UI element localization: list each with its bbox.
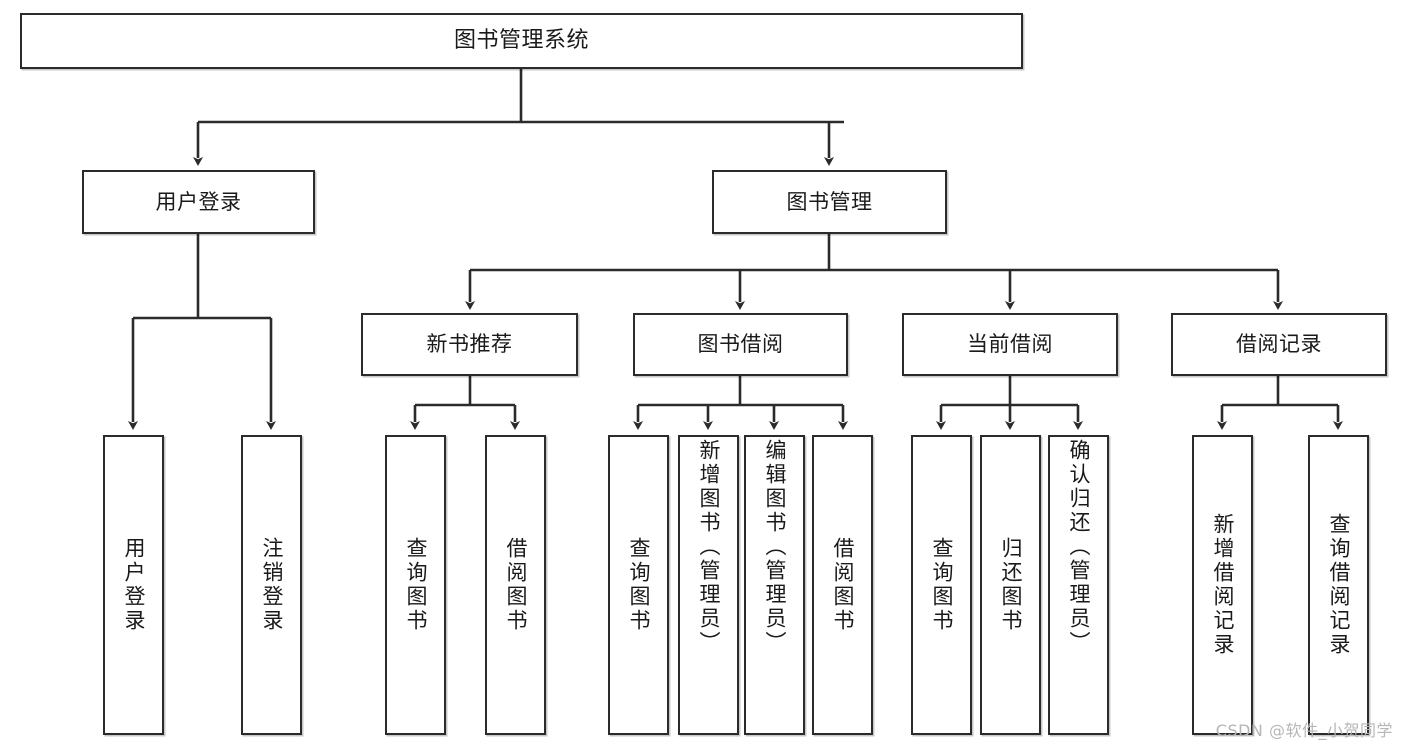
node-label: 当前借阅 <box>967 332 1053 357</box>
node-new-book-recommendation[interactable]: 新书推荐 <box>361 313 578 376</box>
node-leaf-borrow-book-recommend[interactable]: 借阅图书 <box>485 435 546 735</box>
node-leaf-query-book-borrow[interactable]: 查询图书 <box>608 435 669 735</box>
node-leaf-query-book-current[interactable]: 查询图书 <box>911 435 972 735</box>
node-user-login[interactable]: 用户登录 <box>82 170 315 234</box>
node-book-borrowing[interactable]: 图书借阅 <box>633 313 848 376</box>
node-label: 查询图书 <box>404 537 428 633</box>
node-label: 图书借阅 <box>697 332 784 357</box>
node-label: 新书推荐 <box>426 332 513 357</box>
node-label: 图书管理系统 <box>453 28 589 54</box>
node-leaf-confirm-return-admin[interactable]: 确认归还（管理员） <box>1048 435 1109 735</box>
node-book-management[interactable]: 图书管理 <box>712 170 947 234</box>
node-leaf-add-borrow-record[interactable]: 新增借阅记录 <box>1192 435 1253 735</box>
node-leaf-query-book-recommend[interactable]: 查询图书 <box>385 435 446 735</box>
node-leaf-borrow-book[interactable]: 借阅图书 <box>812 435 873 735</box>
node-label: 查询借阅记录 <box>1327 513 1351 657</box>
node-label: 注销登录 <box>260 537 284 633</box>
node-label: 归还图书 <box>999 537 1023 633</box>
node-label: 用户登录 <box>155 189 242 214</box>
node-label: 确认归还（管理员） <box>1067 439 1091 655</box>
node-label: 借阅记录 <box>1236 332 1322 357</box>
node-leaf-query-borrow-record[interactable]: 查询借阅记录 <box>1308 435 1369 735</box>
node-leaf-logout[interactable]: 注销登录 <box>241 435 302 735</box>
node-label: 借阅图书 <box>504 537 528 633</box>
node-label: 新增借阅记录 <box>1211 513 1235 657</box>
node-label: 借阅图书 <box>831 537 855 633</box>
node-borrowing-records[interactable]: 借阅记录 <box>1171 313 1387 376</box>
node-leaf-edit-book-admin[interactable]: 编辑图书（管理员） <box>744 435 805 735</box>
node-leaf-return-book[interactable]: 归还图书 <box>980 435 1041 735</box>
node-leaf-add-book-admin[interactable]: 新增图书（管理员） <box>678 435 739 735</box>
node-label: 图书管理 <box>786 189 873 214</box>
csdn-watermark: CSDN @软件_小贺同学 <box>1215 721 1393 740</box>
node-label: 查询图书 <box>627 537 651 633</box>
node-label: 编辑图书（管理员） <box>763 439 787 655</box>
node-label: 用户登录 <box>122 537 146 633</box>
node-label: 查询图书 <box>930 537 954 633</box>
node-leaf-user-login[interactable]: 用户登录 <box>103 435 164 735</box>
node-root-book-management-system[interactable]: 图书管理系统 <box>20 13 1023 69</box>
node-current-borrowing[interactable]: 当前借阅 <box>902 313 1118 376</box>
node-label: 新增图书（管理员） <box>697 439 721 655</box>
